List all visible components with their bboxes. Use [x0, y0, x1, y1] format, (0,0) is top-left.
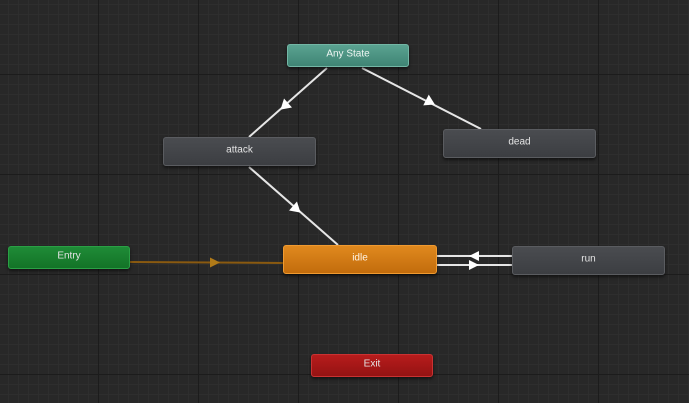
state-node-dead[interactable]: dead — [443, 129, 596, 158]
state-label: Any State — [326, 48, 370, 60]
transition-anystate-to-dead[interactable] — [361, 67, 482, 130]
transition-arrow-icon — [469, 260, 479, 270]
transition-attack-to-idle[interactable] — [248, 166, 339, 246]
transition-idle-to-run[interactable] — [437, 260, 512, 270]
transition-arrow-icon — [469, 251, 479, 261]
transition-arrow-icon — [210, 257, 220, 268]
transition-arrow-icon — [289, 201, 301, 213]
state-label: Entry — [57, 250, 81, 262]
state-label: dead — [508, 136, 531, 148]
state-node-any-state[interactable]: Any State — [287, 44, 409, 67]
state-label: run — [581, 253, 596, 265]
transition-anystate-to-attack[interactable] — [248, 67, 328, 138]
transition-arrow-icon — [423, 94, 435, 106]
state-label: Exit — [363, 358, 381, 370]
state-label: attack — [226, 144, 253, 156]
state-node-entry[interactable]: Entry — [8, 246, 130, 269]
state-node-exit[interactable]: Exit — [311, 354, 433, 377]
state-node-run[interactable]: run — [512, 246, 665, 275]
transition-entry-to-idle[interactable] — [129, 257, 285, 268]
state-node-attack[interactable]: attack — [163, 137, 316, 166]
state-node-idle[interactable]: idle — [283, 245, 437, 274]
transition-arrow-icon — [280, 98, 292, 110]
transition-run-to-idle[interactable] — [437, 251, 512, 261]
state-label: idle — [352, 252, 368, 264]
